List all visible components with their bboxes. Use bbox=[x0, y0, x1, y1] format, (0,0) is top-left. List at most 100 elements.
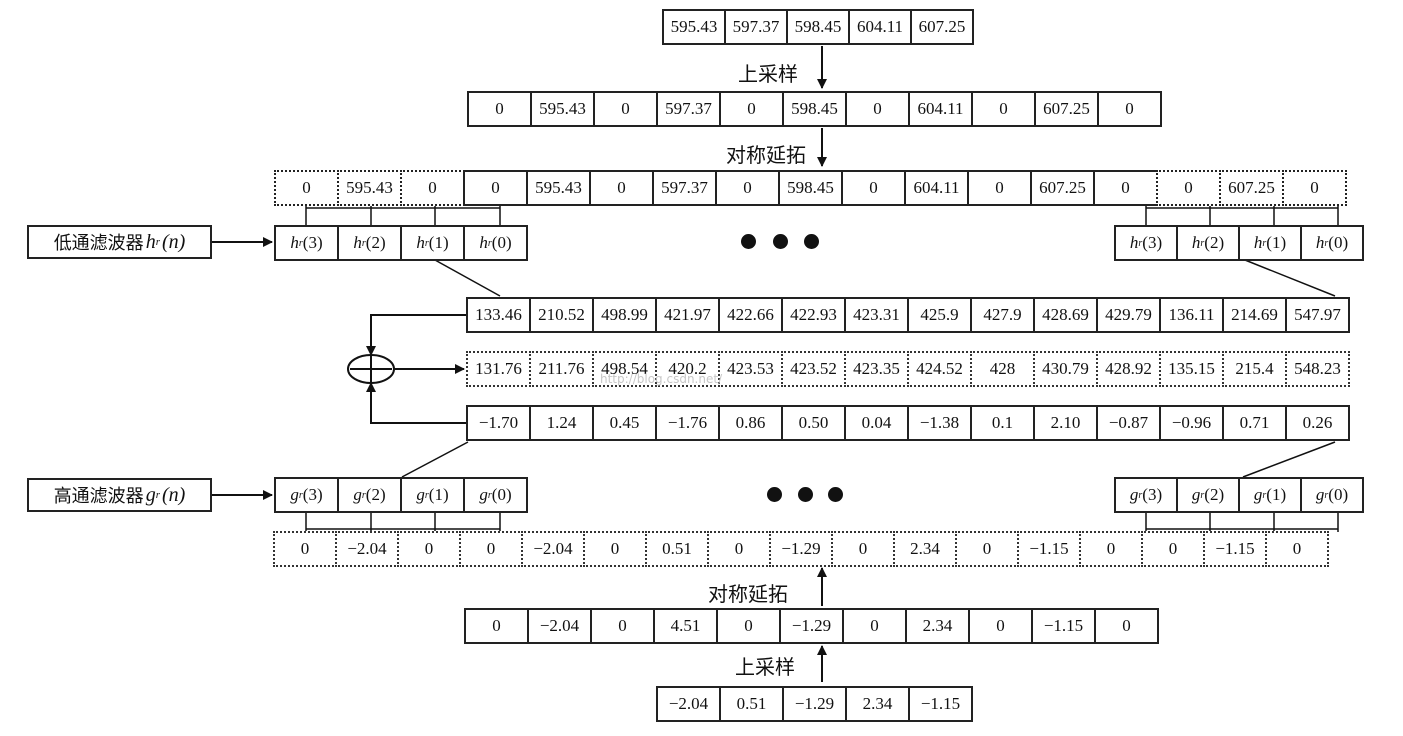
upsample-bottom-label: 上采样 bbox=[735, 655, 795, 679]
tap-func: g bbox=[353, 485, 362, 504]
value-cell: −1.15 bbox=[1017, 531, 1081, 567]
value-cell: 0 bbox=[583, 531, 647, 567]
value-cell: 427.9 bbox=[970, 297, 1035, 333]
value-cell: 498.99 bbox=[592, 297, 657, 333]
value-cell: 0.71 bbox=[1222, 405, 1287, 441]
tap-sub: r bbox=[1138, 237, 1143, 249]
value-cell: 135.15 bbox=[1159, 351, 1224, 387]
tap-func: g bbox=[1315, 485, 1325, 504]
value-cell: 423.53 bbox=[718, 351, 783, 387]
value-cell: 498.54 bbox=[592, 351, 657, 387]
high-output-line-right bbox=[1242, 441, 1336, 478]
value-cell: −2.04 bbox=[521, 531, 585, 567]
tap-index: (1) bbox=[428, 485, 449, 504]
value-cell: 548.23 bbox=[1285, 351, 1350, 387]
value-cell: 595.43 bbox=[337, 170, 402, 206]
extend-bottom-label: 对称延拓 bbox=[708, 582, 788, 606]
value-cell: 0 bbox=[831, 531, 895, 567]
value-cell: 0.50 bbox=[781, 405, 846, 441]
tap-ticks-low-left bbox=[305, 205, 501, 226]
value-cell: 131.76 bbox=[466, 351, 531, 387]
tap-func: h bbox=[353, 233, 362, 252]
value-cell: 0 bbox=[842, 608, 907, 644]
value-cell: 215.4 bbox=[1222, 351, 1287, 387]
value-cell: 2.34 bbox=[845, 686, 910, 722]
value-cell: 423.31 bbox=[844, 297, 909, 333]
low-output-line-right bbox=[1244, 259, 1336, 297]
value-cell: 0.1 bbox=[970, 405, 1035, 441]
tap-func: h bbox=[416, 233, 425, 252]
tap-index: (0) bbox=[491, 485, 512, 504]
watermark: http://blog.csdn.net/ bbox=[600, 372, 723, 386]
value-cell: 0 bbox=[845, 91, 910, 127]
tap-ticks-high-right bbox=[1145, 512, 1339, 532]
extend-top-label: 对称延拓 bbox=[726, 143, 806, 167]
value-cell: 607.25 bbox=[1034, 91, 1099, 127]
tap-sub: r bbox=[298, 237, 303, 249]
value-cell: 133.46 bbox=[466, 297, 531, 333]
value-cell: −2.04 bbox=[527, 608, 592, 644]
value-cell: 428 bbox=[970, 351, 1035, 387]
value-cell: 0 bbox=[715, 170, 780, 206]
tap-index: (3) bbox=[302, 485, 323, 504]
high-output-line-left bbox=[401, 441, 469, 478]
ellipsis-dot bbox=[804, 234, 819, 249]
tap-sub: r bbox=[361, 489, 366, 501]
adder-input-high bbox=[366, 382, 466, 424]
tap-func: g bbox=[416, 485, 425, 504]
tap-func: h bbox=[479, 233, 488, 252]
value-cell: 595.43 bbox=[530, 91, 595, 127]
value-cell: 4.51 bbox=[653, 608, 718, 644]
upsample-top-label: 上采样 bbox=[738, 62, 798, 86]
value-cell: −0.87 bbox=[1096, 405, 1161, 441]
tap-index: (3) bbox=[302, 233, 323, 252]
value-cell: 421.97 bbox=[655, 297, 720, 333]
tap-func: h bbox=[1315, 233, 1325, 252]
tap-index: (0) bbox=[491, 233, 512, 252]
value-cell: 210.52 bbox=[529, 297, 594, 333]
tap-sub: r bbox=[424, 237, 429, 249]
value-cell: 604.11 bbox=[904, 170, 969, 206]
low-output-line-left bbox=[434, 259, 501, 297]
value-cell: 211.76 bbox=[529, 351, 594, 387]
adder-input-low bbox=[366, 314, 466, 356]
value-cell: 597.37 bbox=[656, 91, 721, 127]
value-cell: 0 bbox=[1093, 170, 1158, 206]
value-cell: 0 bbox=[967, 170, 1032, 206]
value-cell: 597.37 bbox=[652, 170, 717, 206]
value-cell: 0 bbox=[971, 91, 1036, 127]
value-cell: 0 bbox=[397, 531, 461, 567]
value-cell: 422.93 bbox=[781, 297, 846, 333]
tap-sub: r bbox=[1262, 489, 1267, 501]
lowpass-filter-func: h bbox=[145, 230, 156, 253]
tap-index: (1) bbox=[1266, 233, 1287, 252]
tap-sub: r bbox=[1200, 489, 1205, 501]
value-cell: 0 bbox=[955, 531, 1019, 567]
tap-func: h bbox=[1129, 233, 1139, 252]
value-cell: −1.29 bbox=[782, 686, 847, 722]
value-cell: 0.86 bbox=[718, 405, 783, 441]
tap-index: (0) bbox=[1328, 485, 1349, 504]
ellipsis-dot bbox=[767, 487, 782, 502]
value-cell: 598.45 bbox=[786, 9, 850, 45]
value-cell: 607.25 bbox=[1030, 170, 1095, 206]
value-cell: −1.38 bbox=[907, 405, 972, 441]
value-cell: 0 bbox=[464, 608, 529, 644]
value-cell: 0 bbox=[1282, 170, 1347, 206]
tap-sub: r bbox=[1262, 237, 1267, 249]
